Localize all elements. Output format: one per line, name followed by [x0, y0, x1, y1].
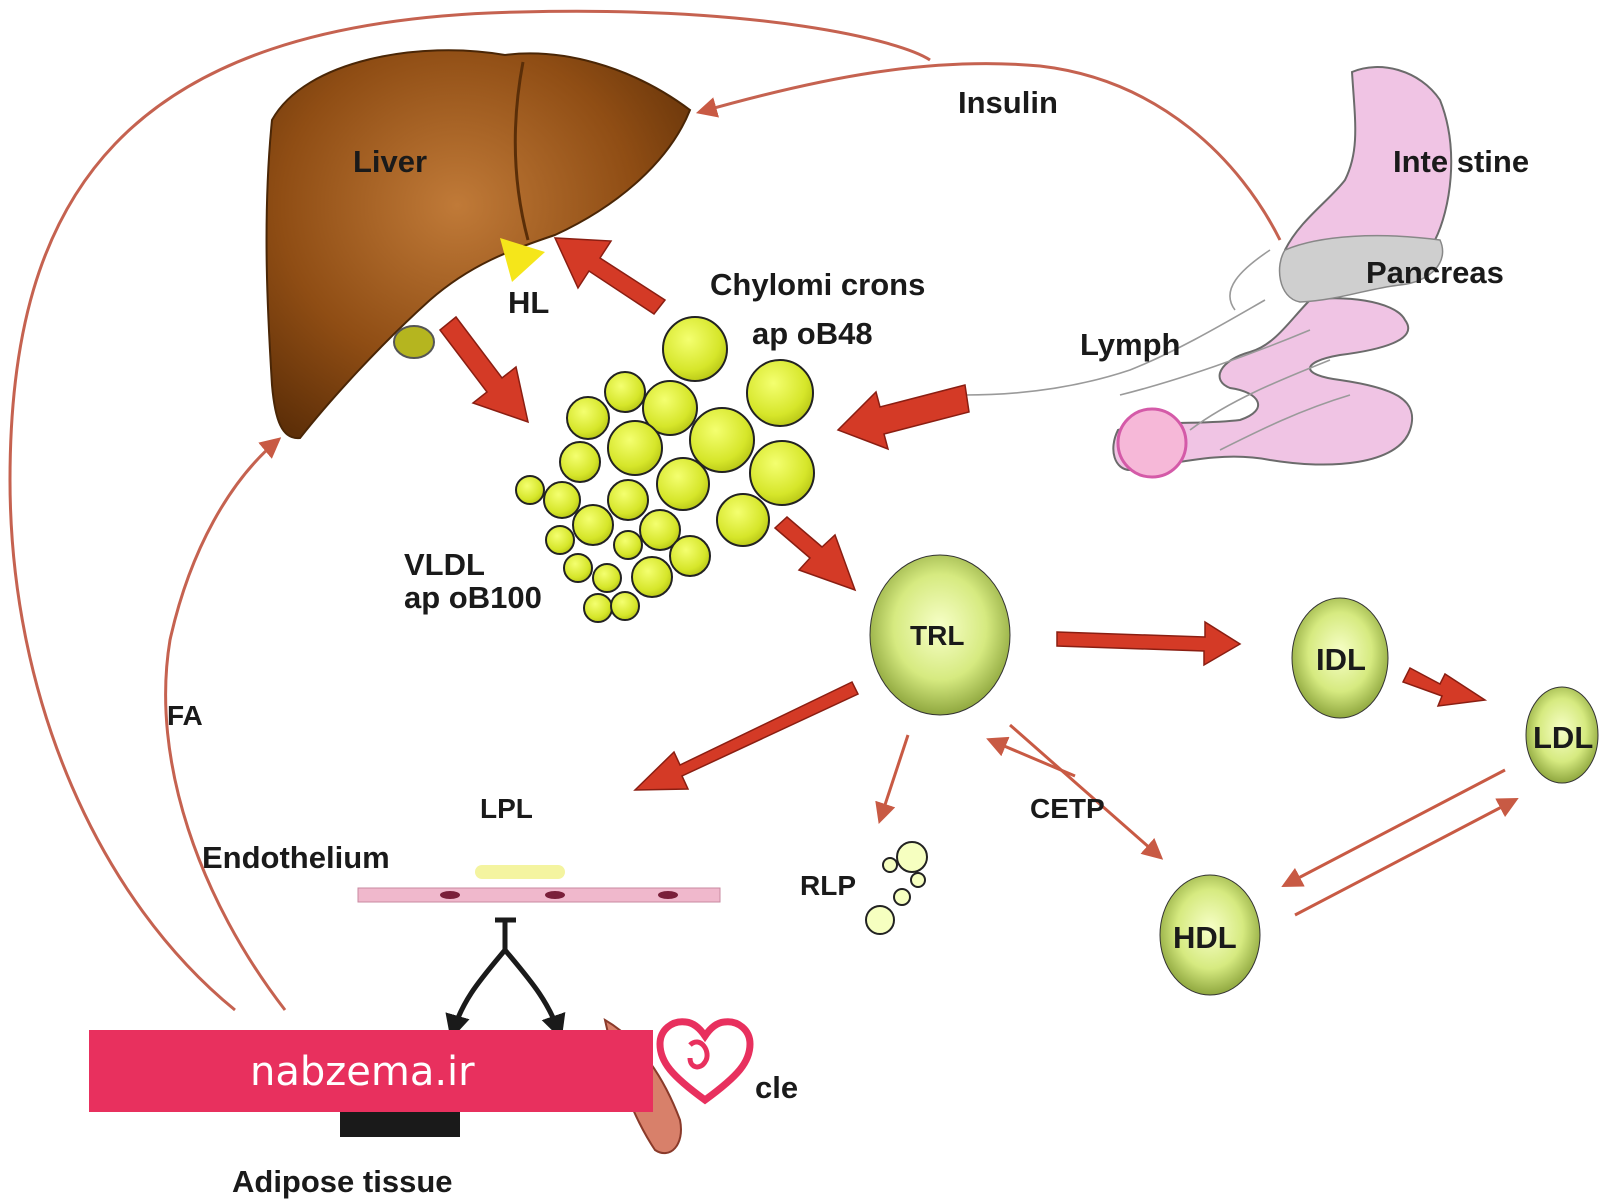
- label-ldl: LDL: [1533, 720, 1593, 755]
- arrow-particles-to-trl: [773, 515, 857, 592]
- label-trl: TRL: [910, 620, 964, 651]
- label-cetp: CETP: [1030, 793, 1105, 824]
- rlp-particles: [865, 841, 928, 935]
- lpl-enzyme-marker: [475, 865, 565, 879]
- label-intestine: Inte stine: [1393, 144, 1529, 179]
- label-apob48: ap oB48: [752, 316, 873, 351]
- pancreas-shape: [1278, 234, 1444, 303]
- label-idl: IDL: [1316, 642, 1366, 677]
- label-insulin: Insulin: [958, 85, 1058, 120]
- lymph-vessels: [964, 249, 1351, 451]
- endothelium-strip: [357, 887, 721, 903]
- watermark-heart-inner: [687, 1039, 710, 1070]
- label-endothelium: Endothelium: [202, 840, 390, 875]
- label-vldl: VLDL: [404, 547, 485, 582]
- arrow-trl-to-lpl: [633, 681, 860, 791]
- label-pancreas: Pancreas: [1366, 255, 1504, 290]
- label-lymph: Lymph: [1080, 327, 1180, 362]
- vldl-chylomicron-particles: [515, 316, 815, 623]
- label-lpl: LPL: [480, 793, 533, 824]
- arrow-idl-to-ldl: [1401, 666, 1488, 707]
- label-liver: Liver: [353, 144, 427, 179]
- thin-arrows: [875, 723, 1519, 917]
- watermark-text: nabzema.ir: [250, 1049, 475, 1095]
- arrow-liver-to-vldl: [438, 315, 530, 424]
- label-fa: FA: [167, 700, 203, 731]
- label-adipose-tissue: Adipose tissue: [232, 1164, 453, 1199]
- insulin-line: [695, 62, 1282, 241]
- label-rlp: RLP: [800, 870, 856, 901]
- label-hdl: HDL: [1173, 920, 1237, 955]
- arrow-trl-to-hdl: [1009, 723, 1164, 860]
- arrow-trl-to-rlp: [875, 734, 910, 824]
- label-chylomicrons: Chylomi crons: [710, 267, 925, 302]
- hl-enzyme-marker: [500, 238, 545, 282]
- watermark-heart-icon: [656, 1018, 754, 1105]
- hdl-particle: [1159, 874, 1261, 996]
- gallbladder: [393, 325, 435, 359]
- arrow-trl-to-idl: [1056, 620, 1242, 667]
- arrow-lymph-to-chylomicrons: [836, 384, 970, 451]
- liver-lobe-divide: [513, 61, 530, 241]
- fa-uptake-line: [164, 437, 287, 1011]
- label-muscle-partial: cle: [755, 1070, 798, 1105]
- idl-particle: [1291, 597, 1389, 719]
- trl-particle: [869, 554, 1011, 716]
- label-apob100: ap oB100: [404, 580, 542, 615]
- intestine-loops: [1112, 297, 1414, 472]
- watermark-banner: [89, 1030, 653, 1112]
- label-hl: HL: [508, 285, 549, 320]
- ldl-particle: [1525, 686, 1599, 784]
- arrow-hdl-to-ldl: [1294, 798, 1519, 917]
- branch-arrows: [445, 917, 566, 1040]
- arrow-ldl-to-hdl: [1281, 768, 1506, 887]
- thick-arrows: [438, 237, 1488, 791]
- arrow-chylomicrons-to-liver: [553, 237, 667, 316]
- fa-return-line: [8, 9, 931, 1012]
- intestine-cross-section: [1116, 407, 1188, 479]
